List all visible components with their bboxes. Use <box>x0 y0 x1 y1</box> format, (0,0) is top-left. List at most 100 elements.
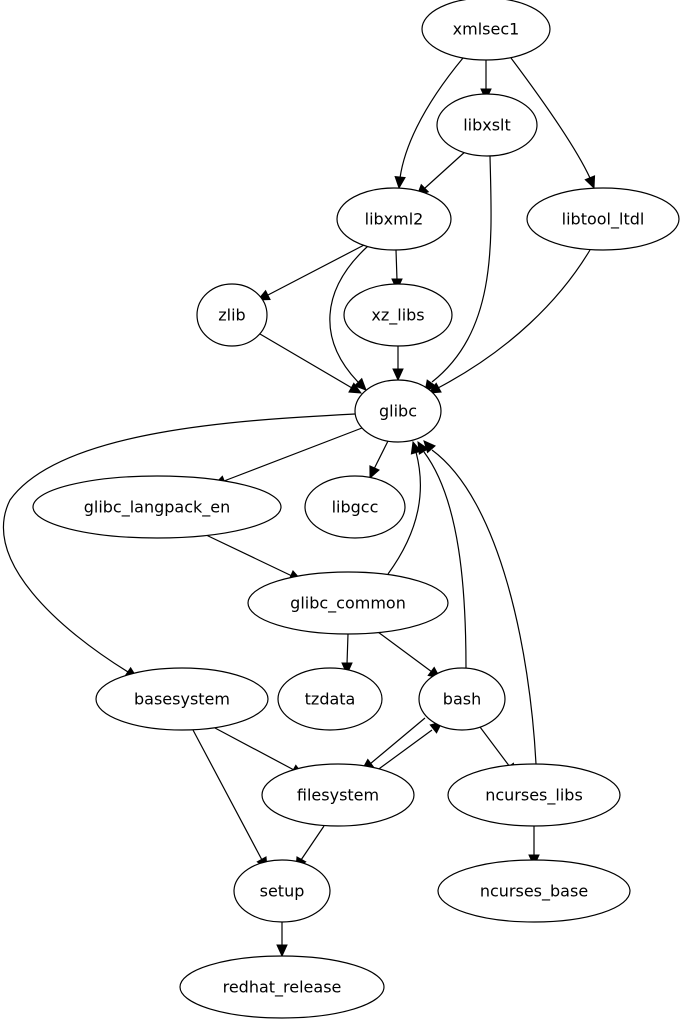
node-label: glibc <box>379 402 417 421</box>
node-shape <box>233 859 331 923</box>
edge-line <box>373 440 389 470</box>
node-shape <box>336 187 452 251</box>
node-filesystem: filesystem <box>261 763 415 827</box>
arrowhead-icon <box>394 175 406 190</box>
arrowhead-icon <box>392 368 404 382</box>
node-shape <box>436 93 538 157</box>
node-redhat-release: redhat_release <box>179 955 385 1019</box>
node-label: redhat_release <box>223 978 342 998</box>
edge-line <box>387 451 421 575</box>
edge-xmlsec1-to-libxml2 <box>394 57 464 190</box>
node-label: libxslt <box>463 116 511 135</box>
edge-line <box>203 533 293 577</box>
node-libtool-ltdl: libtool_ltdl <box>526 187 680 251</box>
node-label: xmlsec1 <box>453 20 520 39</box>
node-label: ncurses_base <box>480 882 588 902</box>
arrowhead-icon <box>341 662 353 676</box>
edge-line <box>346 633 349 665</box>
edge-glibc_langpack_en-to-glibc_common <box>203 533 303 581</box>
node-glibc-common: glibc_common <box>247 571 449 635</box>
node-label: bash <box>443 690 481 709</box>
edge-line <box>267 243 367 296</box>
arrowhead-icon <box>584 175 596 190</box>
edge-line <box>3 413 356 673</box>
node-glibc: glibc <box>354 379 442 443</box>
edge-line <box>423 451 467 669</box>
edge-line <box>510 57 591 179</box>
edge-glibc-to-basesystem <box>3 413 356 679</box>
edge-basesystem-to-setup <box>192 729 268 871</box>
node-shape <box>437 859 631 923</box>
edge-xmlsec1-to-libtool_ltdl <box>510 57 596 190</box>
node-shape <box>196 283 268 347</box>
edge-zlib-to-glibc <box>259 333 363 394</box>
edge-bash-to-glibc <box>417 440 467 669</box>
node-label: zlib <box>218 306 245 325</box>
edge-ncurses_libs-to-glibc <box>423 440 537 765</box>
node-shape <box>447 763 621 827</box>
node-label: filesystem <box>297 786 379 805</box>
node-tzdata: tzdata <box>277 667 383 731</box>
edge-line <box>369 717 426 765</box>
arrowhead-icon <box>276 944 288 958</box>
node-shape <box>343 283 453 347</box>
node-libxml2: libxml2 <box>336 187 452 251</box>
edge-line <box>192 729 263 861</box>
arrowhead-icon <box>353 377 367 391</box>
node-shape <box>526 187 680 251</box>
node-label: tzdata <box>305 690 356 709</box>
edge-line <box>424 149 468 189</box>
arrowhead-icon <box>423 440 436 454</box>
arrowhead-icon <box>369 465 380 480</box>
edge-filesystem-to-bash <box>371 721 443 775</box>
edge-line <box>431 155 492 383</box>
node-shape <box>418 667 506 731</box>
node-label: xz_libs <box>371 306 424 326</box>
edge-line <box>377 631 433 673</box>
node-shape <box>179 955 385 1019</box>
node-shape <box>421 0 551 61</box>
arrowhead-icon <box>427 382 442 394</box>
node-label: libxml2 <box>365 210 424 229</box>
edge-line <box>214 727 295 771</box>
node-glibc-langpack-en: glibc_langpack_en <box>32 475 282 539</box>
node-xz-libs: xz_libs <box>343 283 453 347</box>
edge-libxslt-to-glibc <box>424 155 492 393</box>
edge-line <box>399 57 464 179</box>
edge-line <box>431 449 537 765</box>
node-xmlsec1: xmlsec1 <box>421 0 551 61</box>
node-shape <box>277 667 383 731</box>
edge-line <box>371 729 433 775</box>
node-label: libtool_ltdl <box>562 210 645 230</box>
node-label: ncurses_libs <box>485 786 583 806</box>
arrowhead-icon <box>417 440 429 455</box>
edge-libtool_ltdl-to-glibc <box>427 249 591 394</box>
node-shape <box>304 475 406 539</box>
edge-line <box>223 427 363 482</box>
node-label: setup <box>260 882 305 901</box>
node-label: glibc_langpack_en <box>84 498 231 518</box>
node-ncurses-base: ncurses_base <box>437 859 631 923</box>
node-libxslt: libxslt <box>436 93 538 157</box>
node-shape <box>247 571 449 635</box>
edge-glibc_common-to-tzdata <box>341 633 353 676</box>
edge-libxslt-to-libxml2 <box>416 149 468 197</box>
node-shape <box>32 475 282 539</box>
arrowhead-icon <box>348 382 363 394</box>
node-label: glibc_common <box>290 594 406 614</box>
edge-xz_libs-to-glibc <box>392 346 404 382</box>
node-zlib: zlib <box>196 283 268 347</box>
node-label: libgcc <box>332 498 379 517</box>
edge-libxml2-to-glibc <box>329 245 369 391</box>
edge-line <box>479 726 511 768</box>
node-shape <box>354 379 442 443</box>
edge-line <box>259 333 353 389</box>
edge-line <box>300 825 325 861</box>
node-libgcc: libgcc <box>304 475 406 539</box>
edge-line <box>395 249 398 281</box>
edge-glibc_common-to-bash <box>377 631 441 679</box>
node-bash: bash <box>418 667 506 731</box>
edge-glibc-to-libgcc <box>369 440 389 480</box>
